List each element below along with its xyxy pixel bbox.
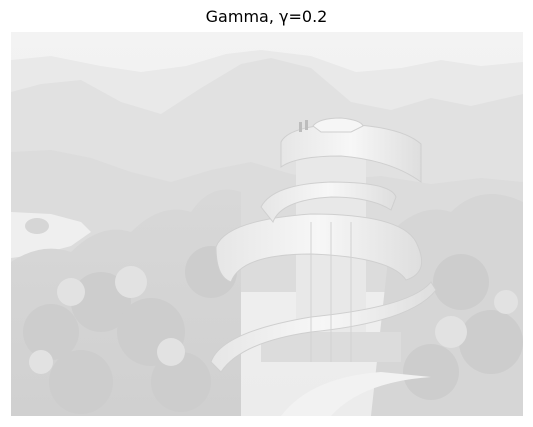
lake-island (25, 218, 49, 234)
ribbon-band-3 (260, 181, 397, 224)
tower-columns (310, 222, 352, 362)
spiral-ribbon (210, 117, 437, 373)
tree-highlights (29, 266, 518, 374)
people-on-top (299, 120, 308, 132)
gamma-corrected-image (11, 32, 523, 416)
figure-title: Gamma, γ=0.2 (205, 7, 328, 26)
road (281, 372, 431, 416)
ribbon-band-2 (215, 213, 423, 283)
ribbon-top (312, 117, 364, 133)
ribbon-band-1 (210, 281, 437, 373)
photo-canvas (11, 32, 523, 416)
